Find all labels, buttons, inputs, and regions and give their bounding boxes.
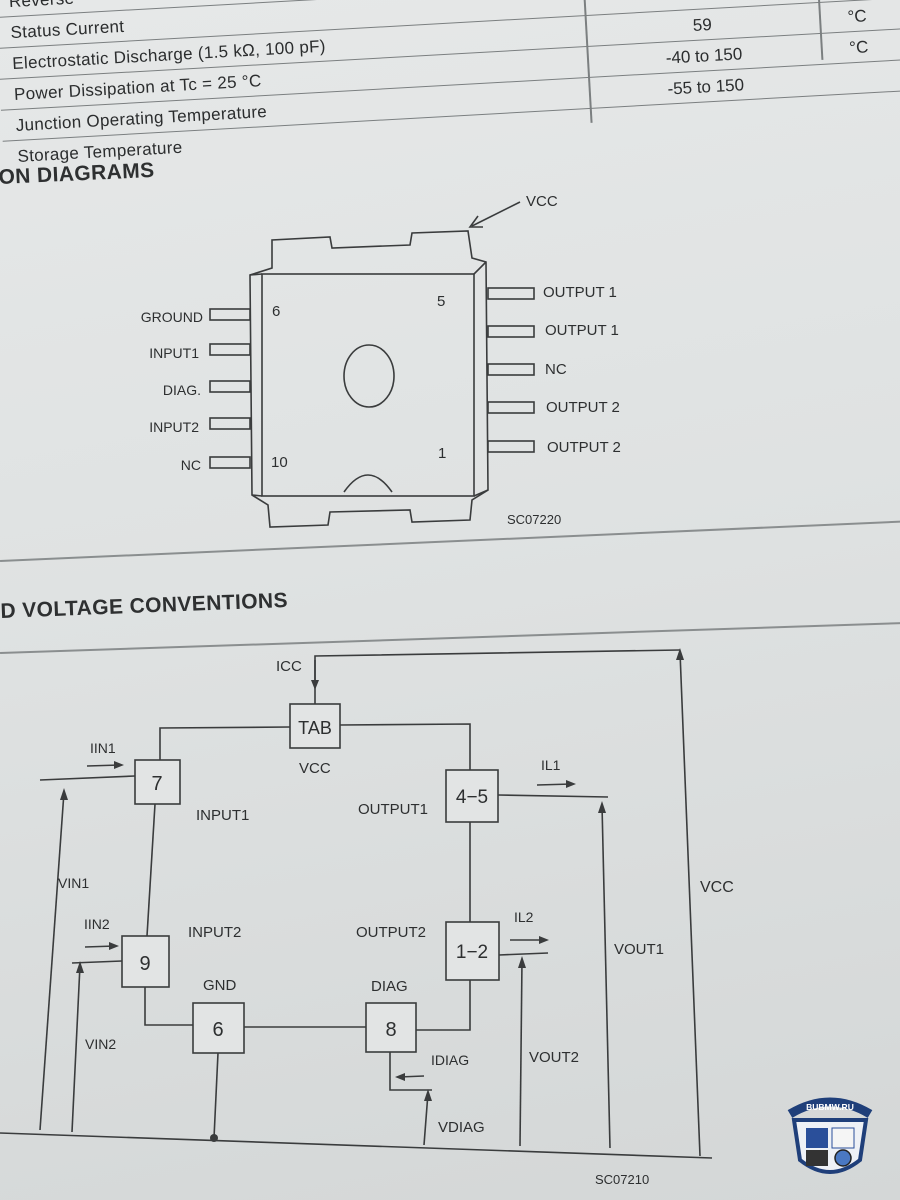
wire (144, 987, 193, 1026)
wire (498, 952, 549, 956)
heat-slug (343, 344, 395, 408)
vcc-wire (314, 649, 681, 704)
pin-label-right: OUTPUT 1 (545, 322, 619, 339)
label-idiag: IDIAG (431, 1052, 469, 1068)
wire (39, 775, 136, 781)
box-label: 6 (212, 1019, 223, 1041)
conventions-diagram: TAB 7 9 6 8 4−5 1−2 ICC VCC VCC IIN1 IIN… (0, 648, 734, 1187)
label-diag: DIAG (371, 978, 408, 995)
box-input1 (134, 759, 181, 805)
vcc-arrow (679, 651, 701, 1157)
box-label: 4−5 (456, 787, 488, 808)
notch (343, 474, 393, 493)
wire (389, 1052, 432, 1091)
pin-number: 1 (438, 445, 446, 462)
label-vcc: VCC (700, 879, 734, 896)
pin-label-left: GROUND (141, 309, 203, 325)
pin-label-left: INPUT1 (149, 345, 199, 361)
vcc-label: VCC (526, 193, 558, 210)
roundel-icon (834, 1149, 852, 1167)
box-output2 (445, 921, 500, 981)
label-output1: OUTPUT1 (358, 801, 428, 818)
figure-code: SC07220 (507, 512, 561, 527)
label-icc: ICC (276, 658, 302, 675)
banner (787, 1097, 873, 1118)
pin-input1 (209, 343, 251, 356)
box-label: 9 (139, 953, 150, 975)
label-gnd: GND (203, 977, 237, 994)
package-outline (249, 230, 489, 528)
label-output2: OUTPUT2 (356, 924, 426, 941)
vdiag-arrow (423, 1092, 429, 1146)
pin-input2 (209, 417, 251, 430)
vout2-arrow (519, 959, 523, 1147)
pin-label-left: NC (181, 457, 201, 473)
label-vcc-tab: VCC (299, 760, 331, 777)
pin-label-right: OUTPUT 2 (547, 439, 621, 456)
pin-output1-a (487, 287, 535, 300)
package-body (261, 273, 475, 497)
shield-quarter (806, 1150, 828, 1166)
vin2-arrow (71, 964, 81, 1133)
wire (159, 726, 291, 760)
pin-label-right: OUTPUT 1 (543, 284, 617, 301)
pin-label-left: DIAG. (163, 382, 201, 398)
box-tab (289, 703, 341, 749)
shield-icon (791, 1118, 869, 1174)
label-iin2: IIN2 (84, 916, 110, 932)
label-il2: IL2 (514, 909, 534, 925)
wire (497, 794, 609, 798)
pin-ground (209, 308, 251, 321)
box-label: 1−2 (456, 942, 488, 963)
label-input1: INPUT1 (196, 807, 249, 824)
wire (213, 1052, 219, 1139)
shield-quarter (806, 1128, 828, 1148)
figure-code: SC07210 (595, 1172, 649, 1187)
pin-number: 10 (271, 454, 288, 471)
label-input2: INPUT2 (188, 924, 241, 941)
vin1-arrow (39, 791, 65, 1131)
label-vin1: VIN1 (58, 875, 89, 891)
pin-output2-a (487, 401, 535, 414)
wire (146, 803, 156, 937)
box-output1 (445, 769, 499, 823)
pin-number: 6 (272, 303, 280, 320)
box-gnd (192, 1002, 245, 1054)
pin-label-left: INPUT2 (149, 419, 199, 435)
pin-diagram: VCC GROUND INPUT1 DIAG. INPUT2 NC OUTPUT… (141, 193, 621, 528)
label-vout2: VOUT2 (529, 1049, 579, 1066)
pin-nc-right (487, 363, 535, 376)
box-input2 (121, 935, 170, 988)
box-label: 8 (385, 1019, 396, 1041)
label-vdiag: VDIAG (438, 1119, 485, 1136)
label-iin1: IIN1 (90, 740, 116, 756)
wire (339, 723, 471, 770)
pin-number: 5 (437, 293, 445, 310)
pin-label-right: NC (545, 361, 567, 378)
watermark-text: BUBMW.RU (806, 1102, 854, 1112)
box-label: 7 (151, 773, 162, 795)
pin-nc-left (209, 456, 251, 469)
box-label: TAB (298, 718, 332, 738)
pin-output1-b (487, 325, 535, 338)
pin-output2-b (487, 440, 535, 453)
vout1-arrow (601, 804, 611, 1149)
shield-quarter (831, 1127, 855, 1149)
ground-rail (0, 1132, 713, 1159)
label-vout1: VOUT1 (614, 941, 664, 958)
pin-diag (209, 380, 251, 393)
label-il1: IL1 (541, 757, 561, 773)
pin-label-right: OUTPUT 2 (546, 399, 620, 416)
watermark-logo: BUBMW.RU (780, 1088, 880, 1188)
vcc-arrow (471, 201, 521, 227)
wire (416, 980, 471, 1031)
ground-node (210, 1134, 218, 1142)
box-diag (365, 1002, 417, 1053)
label-vin2: VIN2 (85, 1036, 116, 1052)
